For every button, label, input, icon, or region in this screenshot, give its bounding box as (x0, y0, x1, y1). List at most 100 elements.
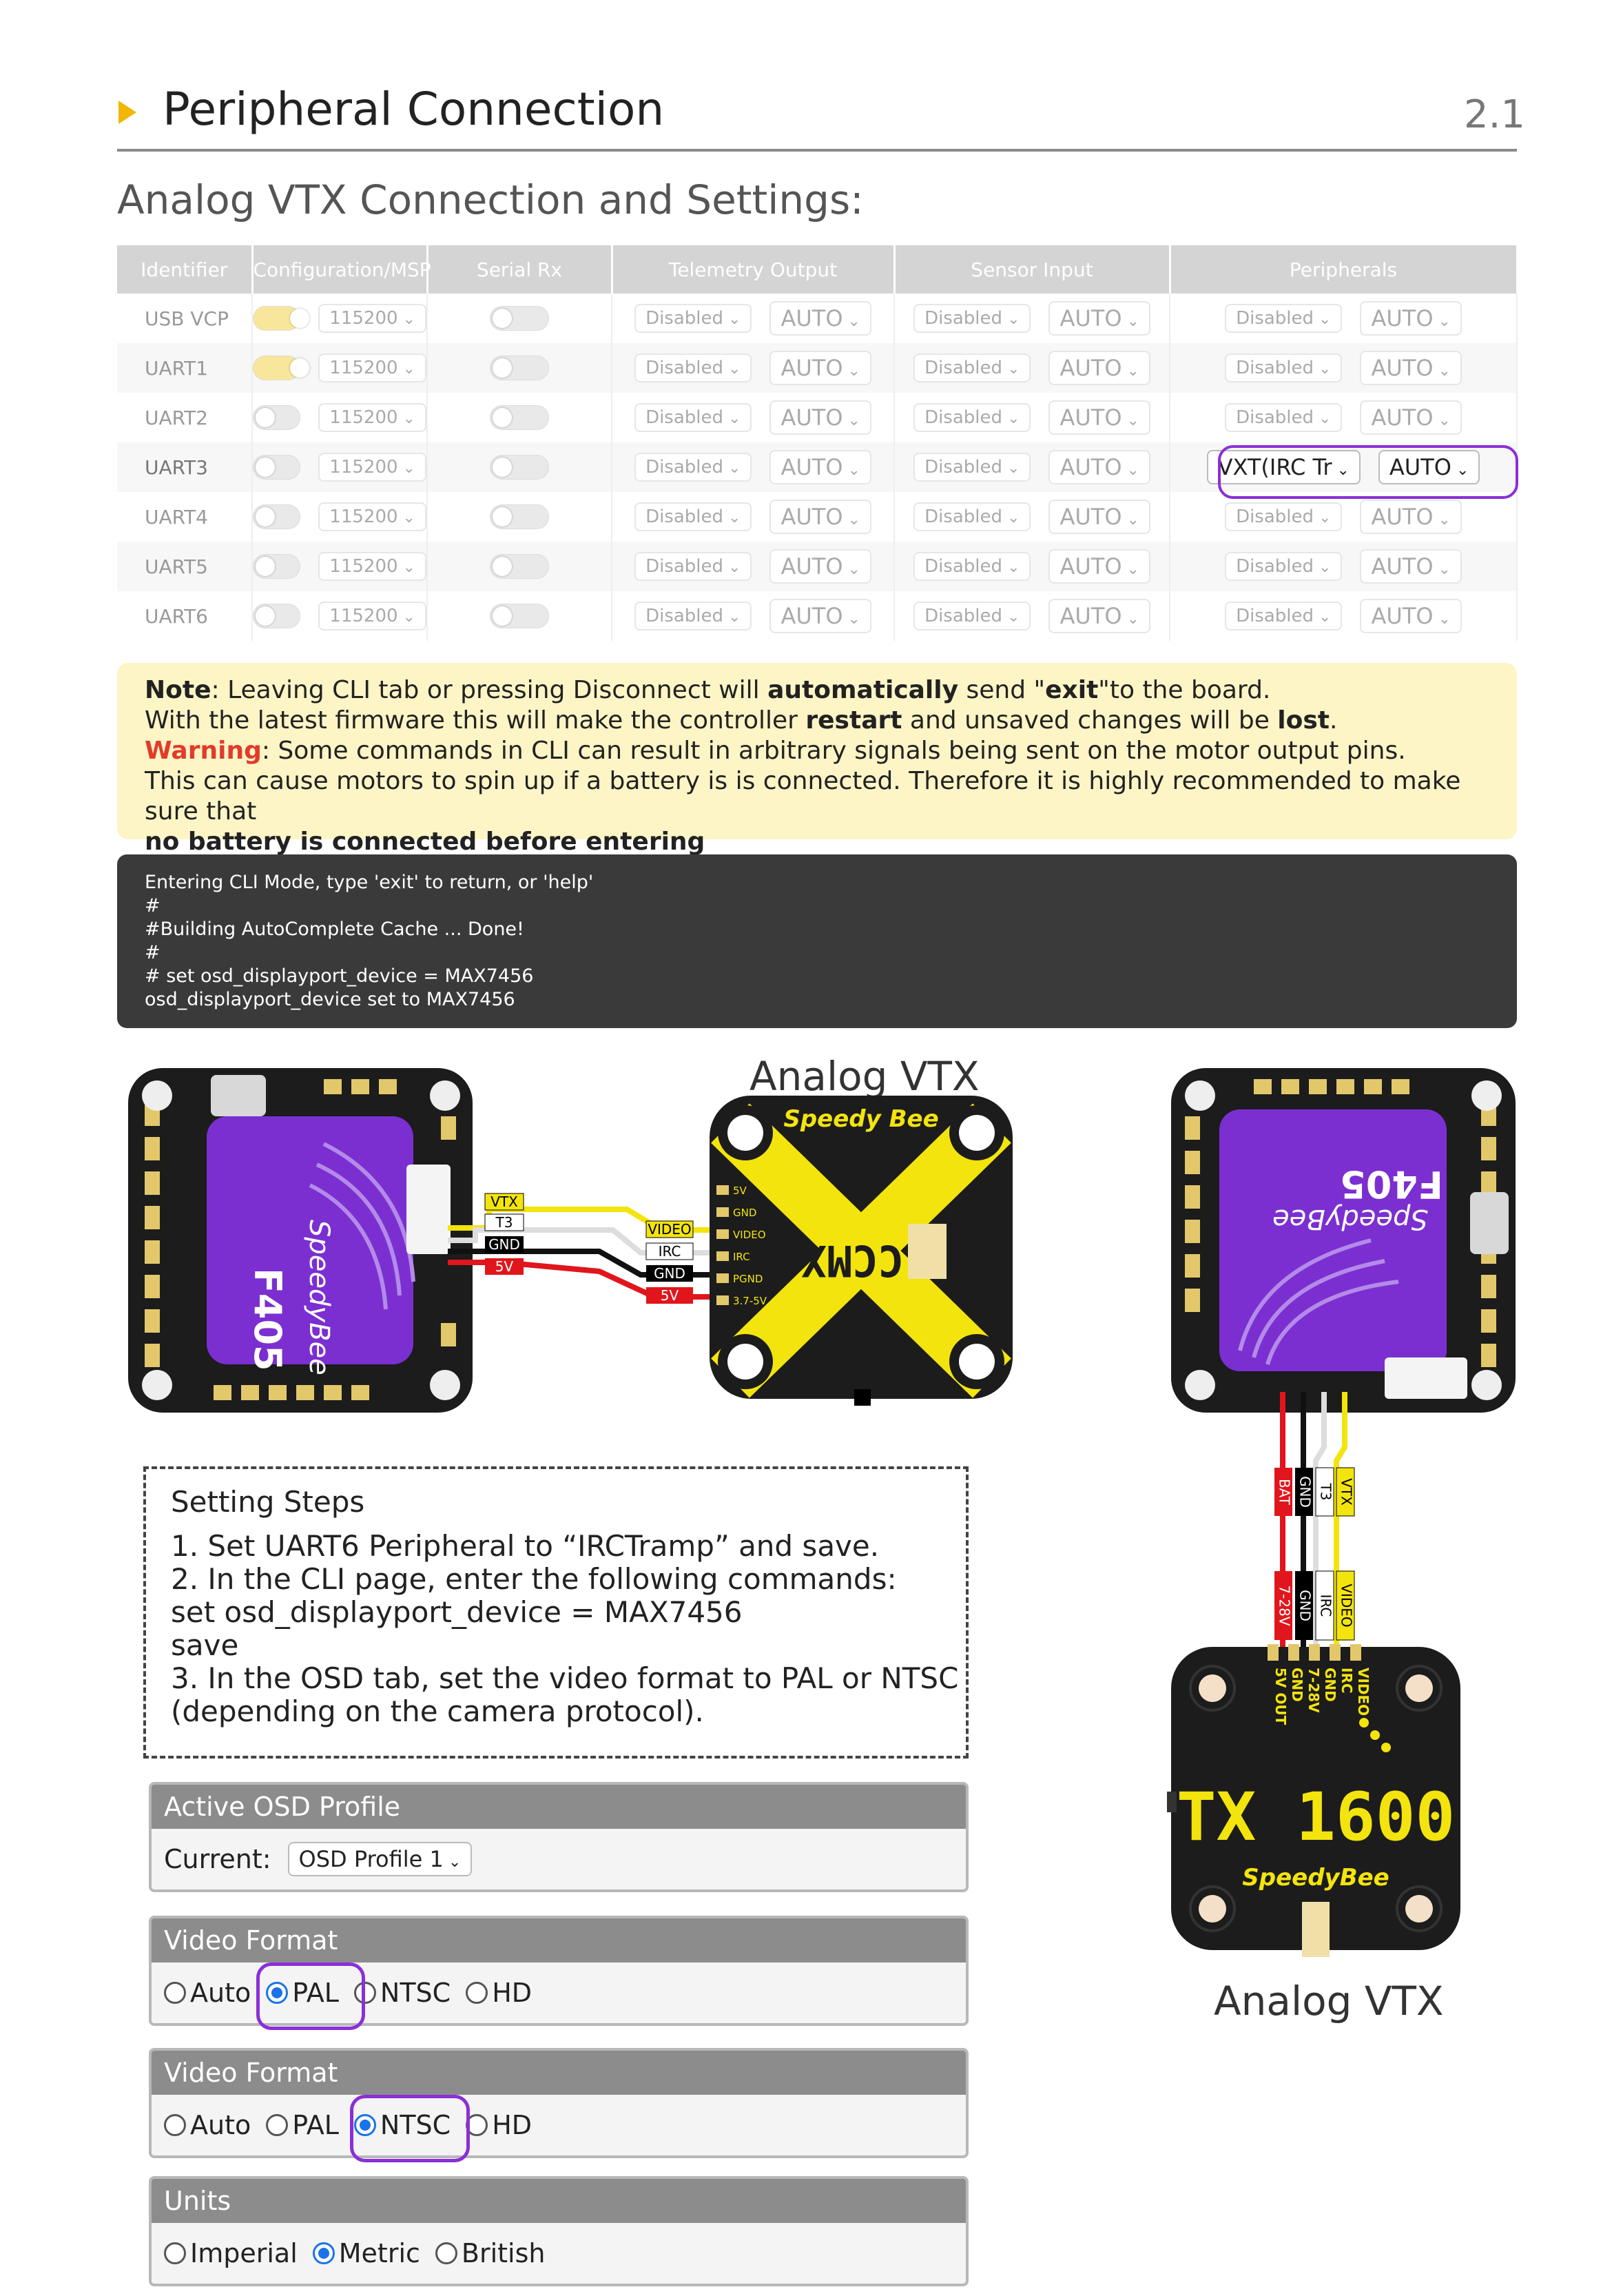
peripheral-auto-select[interactable]: AUTO (1360, 599, 1462, 633)
osd-profile-select[interactable]: OSD Profile 1 (287, 1842, 473, 1876)
telemetry-select[interactable]: Disabled (634, 502, 752, 531)
msp-toggle[interactable] (253, 504, 301, 529)
vtx-pin-label: 5V (733, 1185, 747, 1197)
note-text: and unsaved changes will be (902, 706, 1278, 735)
peripheral-select[interactable]: Disabled (1225, 353, 1343, 382)
baud-select[interactable]: 115200 (318, 552, 426, 581)
sensor-auto-select[interactable]: AUTO (1048, 351, 1150, 385)
telemetry-select[interactable]: Disabled (634, 353, 752, 382)
sensor-select[interactable]: Disabled (913, 403, 1031, 432)
telemetry-auto-select[interactable]: AUTO (769, 400, 871, 435)
telemetry-auto-select[interactable]: AUTO (769, 351, 871, 385)
video-ntsc-radio-auto[interactable]: Auto (164, 2110, 251, 2140)
console-line: # (145, 895, 161, 916)
sensor-auto-select[interactable]: AUTO (1048, 549, 1150, 584)
pal-highlight (256, 1962, 365, 2030)
sensor-select[interactable]: Disabled (913, 502, 1031, 531)
peripheral-auto-select[interactable]: AUTO (1360, 351, 1462, 385)
steps-line: set osd_displayport_device = MAX7456 (171, 1595, 743, 1629)
sensor-select[interactable]: Disabled (913, 453, 1031, 482)
serial-rx-toggle[interactable] (490, 554, 549, 579)
ports-row: UART5 115200 Disabled AUTO Disabled AUTO Disab… (117, 542, 1518, 591)
serial-rx-toggle[interactable] (490, 604, 549, 628)
serial-rx-toggle[interactable] (490, 405, 549, 430)
units-radio-british[interactable]: British (435, 2238, 545, 2268)
peripheral-auto-select[interactable]: AUTO (1360, 549, 1462, 584)
radio-label: NTSC (380, 1978, 451, 2008)
serial-rx-toggle[interactable] (490, 455, 549, 480)
serial-rx-toggle[interactable] (490, 306, 549, 331)
serial-rx-toggle[interactable] (490, 504, 549, 529)
video-pal-radio-hd[interactable]: HD (466, 1978, 532, 2008)
msp-toggle[interactable] (253, 306, 310, 331)
msp-toggle[interactable] (253, 455, 301, 480)
wire-label-gnd: GND (1297, 1476, 1314, 1508)
units-radio-imperial[interactable]: Imperial (164, 2238, 298, 2268)
peripheral-auto-select[interactable]: AUTO (1360, 301, 1462, 336)
msp-toggle[interactable] (253, 554, 301, 579)
peripheral-auto-select[interactable]: AUTO (1360, 500, 1462, 534)
msp-toggle[interactable] (253, 604, 301, 628)
units-radio-metric[interactable]: Metric (312, 2238, 420, 2268)
sensor-select[interactable]: Disabled (913, 552, 1031, 581)
video-pal-radio-pal[interactable]: PAL (266, 1978, 339, 2008)
telemetry-select[interactable]: Disabled (634, 453, 752, 482)
telemetry-auto-select[interactable]: AUTO (769, 450, 871, 484)
ports-row: UART4115200DisabledAUTODisabledAUTODisab… (117, 492, 1518, 542)
telemetry-select[interactable]: Disabled (634, 403, 752, 432)
msp-toggle[interactable] (253, 405, 301, 430)
vtx2-pin-label: 5V OUT (1272, 1668, 1289, 1725)
vtx-board-2: 5V OUT GND 7-28V GND IRC VIDEO TX 1600 S… (1167, 1644, 1460, 1957)
serial-rx-toggle[interactable] (490, 356, 549, 380)
sensor-auto-select[interactable]: AUTO (1048, 400, 1150, 435)
video-ntsc-radio-pal[interactable]: PAL (266, 2110, 339, 2140)
sensor-select[interactable]: Disabled (913, 353, 1031, 382)
baud-select[interactable]: 115200 (318, 304, 426, 333)
video-pal-radio-auto[interactable]: Auto (164, 1978, 251, 2008)
sensor-auto-select[interactable]: AUTO (1048, 500, 1150, 534)
peripheral-highlight (1218, 445, 1518, 499)
baud-select[interactable]: 115200 (318, 453, 426, 482)
sensor-auto-select[interactable]: AUTO (1048, 450, 1150, 484)
telemetry-auto-select[interactable]: AUTO (769, 549, 871, 584)
peripheral-select[interactable]: Disabled (1225, 403, 1343, 432)
sensor-select[interactable]: Disabled (913, 304, 1031, 333)
vtx-board-1: Speedy Bee CCMX-1 5V GND VIDEO IRC PGND … (710, 1096, 1013, 1406)
section-title: Analog VTX Connection and Settings: (117, 176, 864, 223)
steps-line: 3. In the OSD tab, set the video format … (171, 1661, 959, 1695)
telemetry-select[interactable]: Disabled (634, 552, 752, 581)
video-ntsc-radio-ntsc[interactable]: NTSC (353, 2110, 451, 2140)
diagram1-wiring: F405 SpeedyBee VTX T3 GND 5V VIDEO IRC G… (128, 1068, 1013, 1413)
baud-select[interactable]: 115200 (318, 403, 426, 432)
baud-select[interactable]: 115200 (318, 502, 426, 531)
telemetry-select[interactable]: Disabled (634, 304, 752, 333)
telemetry-auto-select[interactable]: AUTO (769, 301, 871, 336)
port-id: UART5 (117, 542, 253, 591)
peripheral-select[interactable]: Disabled (1225, 304, 1343, 333)
radio-label: Auto (190, 1978, 251, 2008)
ports-row: UART1115200DisabledAUTODisabledAUTODisab… (117, 343, 1518, 393)
radio-label: HD (492, 2110, 533, 2140)
peripheral-auto-select[interactable]: AUTO (1378, 450, 1480, 484)
telemetry-auto-select[interactable]: AUTO (769, 500, 871, 534)
msp-toggle[interactable] (253, 356, 310, 380)
peripheral-select[interactable]: Disabled (1225, 552, 1343, 581)
sensor-select[interactable]: Disabled (913, 602, 1031, 631)
vtx-pin-label: 3.7-5V (733, 1295, 767, 1307)
video-ntsc-radio-hd[interactable]: HD (466, 2110, 532, 2140)
radio-label: Imperial (190, 2238, 298, 2268)
baud-select[interactable]: 115200 (318, 602, 426, 631)
vtx2-model-label: TX 1600 (1177, 1779, 1456, 1856)
peripheral-auto-select[interactable]: AUTO (1360, 400, 1462, 435)
note-text: With the latest firmware this will make … (145, 706, 806, 735)
peripheral-select[interactable]: Disabled (1225, 602, 1343, 631)
cli-note: Note: Leaving CLI tab or pressing Discon… (117, 663, 1517, 856)
telemetry-auto-select[interactable]: AUTO (769, 599, 871, 633)
sensor-auto-select[interactable]: AUTO (1048, 599, 1150, 633)
sensor-auto-select[interactable]: AUTO (1048, 301, 1150, 336)
baud-select[interactable]: 115200 (318, 353, 426, 382)
peripheral-select[interactable]: Disabled (1225, 502, 1343, 531)
video-pal-radio-ntsc[interactable]: NTSC (353, 1978, 451, 2008)
telemetry-select[interactable]: Disabled (634, 602, 752, 631)
radio-circle-icon (466, 1982, 488, 2004)
